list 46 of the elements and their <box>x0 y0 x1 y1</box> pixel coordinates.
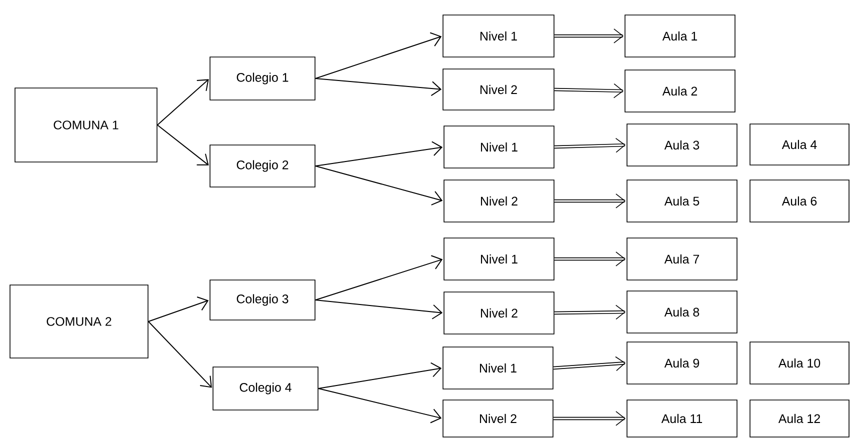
arrow <box>314 166 443 206</box>
district-box: COMUNA 2 <box>10 284 148 358</box>
school-box: Colegio 2 <box>210 144 316 188</box>
classroom-box: Aula 3 <box>626 124 738 166</box>
arrow <box>314 32 442 79</box>
level-box: Nivel 2 <box>442 68 554 110</box>
arrow <box>554 304 626 320</box>
classroom-box: Aula 8 <box>626 290 738 334</box>
school-box: Colegio 4 <box>212 366 318 410</box>
arrow <box>553 411 626 426</box>
arrow <box>156 124 209 166</box>
school-box: Colegio 1 <box>210 56 316 100</box>
level-box: Nivel 1 <box>442 346 554 390</box>
arrow <box>314 300 443 320</box>
arrow <box>314 255 443 300</box>
arrow <box>148 296 209 322</box>
level-box: Nivel 1 <box>444 126 554 168</box>
arrow <box>554 138 626 153</box>
level-box: Nivel 2 <box>444 180 554 222</box>
level-box: Nivel 2 <box>444 292 554 334</box>
arrow <box>318 388 442 424</box>
classroom-box: Aula 11 <box>626 400 738 438</box>
classroom-box: Aula 1 <box>624 14 736 58</box>
classroom-box: Aula 9 <box>626 342 738 384</box>
level-box: Nivel 1 <box>442 14 554 58</box>
classroom-box: Aula 7 <box>626 238 738 280</box>
classroom-box: Aula 6 <box>750 180 850 222</box>
arrow <box>156 79 209 126</box>
classroom-box: Aula 12 <box>750 400 850 438</box>
level-box: Nivel 2 <box>442 400 554 438</box>
arrow <box>554 83 624 98</box>
classroom-box: Aula 2 <box>624 70 736 112</box>
arrow <box>553 356 626 372</box>
arrow <box>554 28 624 44</box>
arrow <box>318 362 442 389</box>
arrow <box>554 194 626 208</box>
school-box: Colegio 3 <box>210 280 316 320</box>
arrow <box>314 78 442 96</box>
classroom-box: Aula 5 <box>626 180 738 222</box>
district-box: COMUNA 1 <box>14 88 158 162</box>
classroom-box: Aula 4 <box>750 124 850 166</box>
arrow <box>314 141 443 166</box>
level-box: Nivel 1 <box>444 238 554 280</box>
classroom-box: Aula 10 <box>750 342 850 384</box>
arrow <box>554 252 626 266</box>
arrow <box>148 321 212 388</box>
